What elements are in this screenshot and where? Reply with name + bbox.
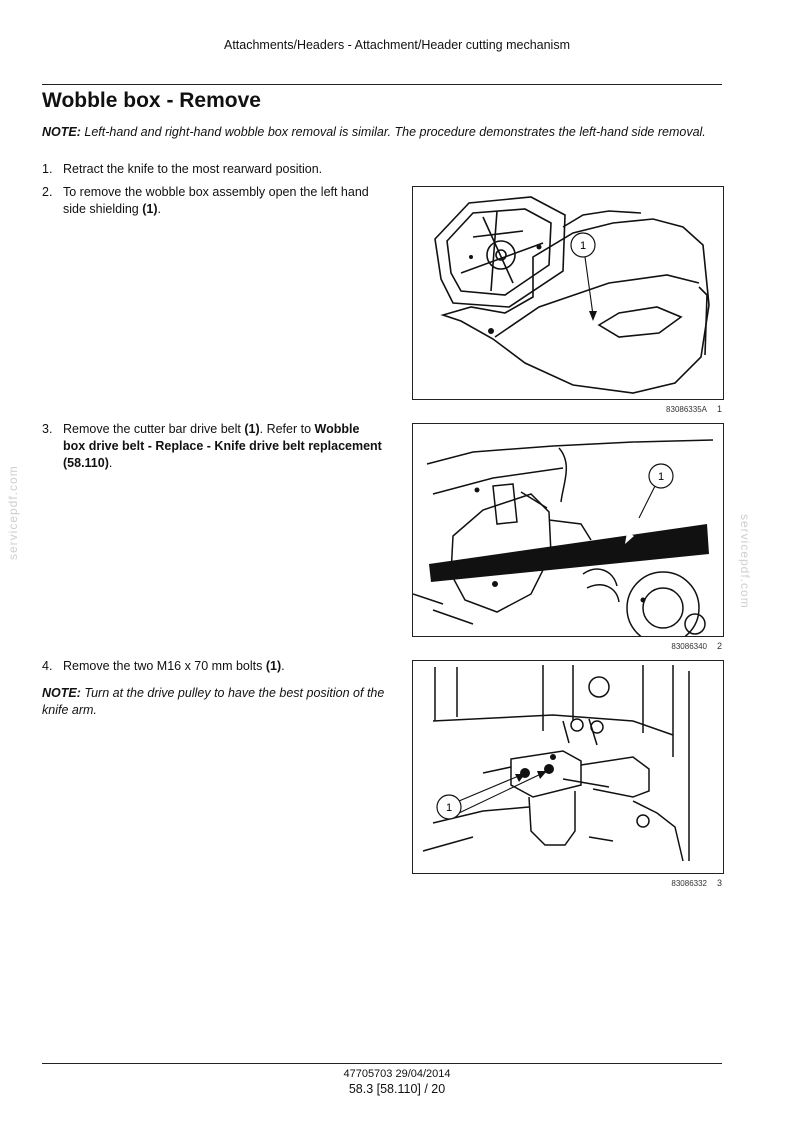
step-text: To remove the wobble box assembly open t… [63, 184, 385, 218]
step-text-run: Retract the knife to the most rearward p… [63, 162, 323, 176]
step-text: Remove the cutter bar drive belt (1). Re… [63, 421, 385, 472]
callout-label: 1 [658, 471, 664, 483]
figure-number: 2 [716, 641, 722, 651]
callout-arrowhead [625, 532, 634, 544]
header-rule [42, 84, 722, 85]
step-2: 2. To remove the wobble box assembly ope… [42, 184, 385, 218]
shielding-illustration: 1 [434, 196, 710, 394]
footer-page-number: 58.3 [58.110] / 20 [348, 1082, 446, 1096]
note-label: NOTE: [42, 686, 81, 700]
figure-3-caption: 83086332 3 [560, 878, 722, 888]
step-text: Retract the knife to the most rearward p… [63, 161, 385, 178]
note-label: NOTE: [42, 125, 81, 139]
drive-belt [429, 524, 709, 582]
figure-code: 83086340 [671, 642, 707, 651]
note-text: Turn at the drive pulley to have the bes… [42, 686, 385, 717]
step-text-run: . [108, 456, 113, 470]
step-1: 1. Retract the knife to the most rearwar… [42, 161, 385, 178]
step-text-run: Remove the cutter bar drive belt [63, 422, 245, 436]
callout-arrowhead [515, 774, 525, 782]
figure-code: 83086335A [666, 405, 707, 414]
step-text-run: . [157, 202, 161, 216]
step-3: 3. Remove the cutter bar drive belt (1).… [42, 421, 385, 472]
page-title: Wobble box - Remove [42, 89, 261, 112]
note-text: Left-hand and right-hand wobble box remo… [84, 125, 706, 139]
callout-leader [584, 256, 594, 316]
step-text-run: . Refer to [259, 422, 315, 436]
callout-leader [458, 772, 544, 814]
callout-leader [458, 774, 522, 802]
step-text-run: To remove the wobble box assembly open t… [63, 185, 369, 216]
note-top: NOTE: Left-hand and right-hand wobble bo… [42, 124, 724, 141]
watermark-right: servicepdf.com [738, 514, 752, 609]
running-header: Attachments/Headers - Attachment/Header … [224, 38, 570, 52]
callout-circle [570, 232, 596, 258]
step-text-run: Remove the two M16 x 70 mm bolts [63, 659, 266, 673]
step-text-bold: (1) [244, 422, 260, 436]
step-text-run: . [281, 659, 285, 673]
wobble-box-bolts-illustration: 1 [422, 665, 690, 862]
step-4: 4. Remove the two M16 x 70 mm bolts (1). [42, 658, 385, 675]
step-number: 2. [42, 185, 53, 199]
drive-belt-illustration: 1 [413, 439, 714, 636]
callout-circle [648, 463, 674, 489]
step-number: 3. [42, 422, 53, 436]
footer-rule [42, 1063, 722, 1064]
callout-label: 1 [580, 240, 586, 252]
note-step4: NOTE: Turn at the drive pulley to have t… [42, 685, 387, 719]
step-number: 4. [42, 659, 53, 673]
step-number: 1. [42, 162, 53, 176]
callout-label: 1 [446, 802, 452, 814]
step-text: Remove the two M16 x 70 mm bolts (1). [63, 658, 385, 675]
step-text-bold: (1) [265, 659, 282, 673]
step-text-bold: Wobble box drive belt - Replace - Knife … [63, 422, 382, 470]
figure-1-caption: 83086335A 1 [560, 404, 722, 414]
figure-2-drive-belt: 1 [412, 423, 724, 637]
step-text-bold: (1) [142, 202, 158, 216]
callout-circle [436, 794, 462, 820]
figure-2-caption: 83086340 2 [560, 641, 722, 651]
footer-doc-code: 47705703 29/04/2014 [343, 1068, 451, 1080]
callout-arrowhead [589, 311, 597, 321]
figure-number: 1 [716, 404, 722, 414]
figure-code: 83086332 [671, 879, 707, 888]
figure-number: 3 [716, 878, 722, 888]
figure-1-shielding: 1 [412, 186, 724, 400]
watermark-left: servicepdf.com [6, 465, 20, 560]
callout-arrowhead [537, 771, 547, 779]
figure-3-bolts: 1 [412, 660, 724, 874]
